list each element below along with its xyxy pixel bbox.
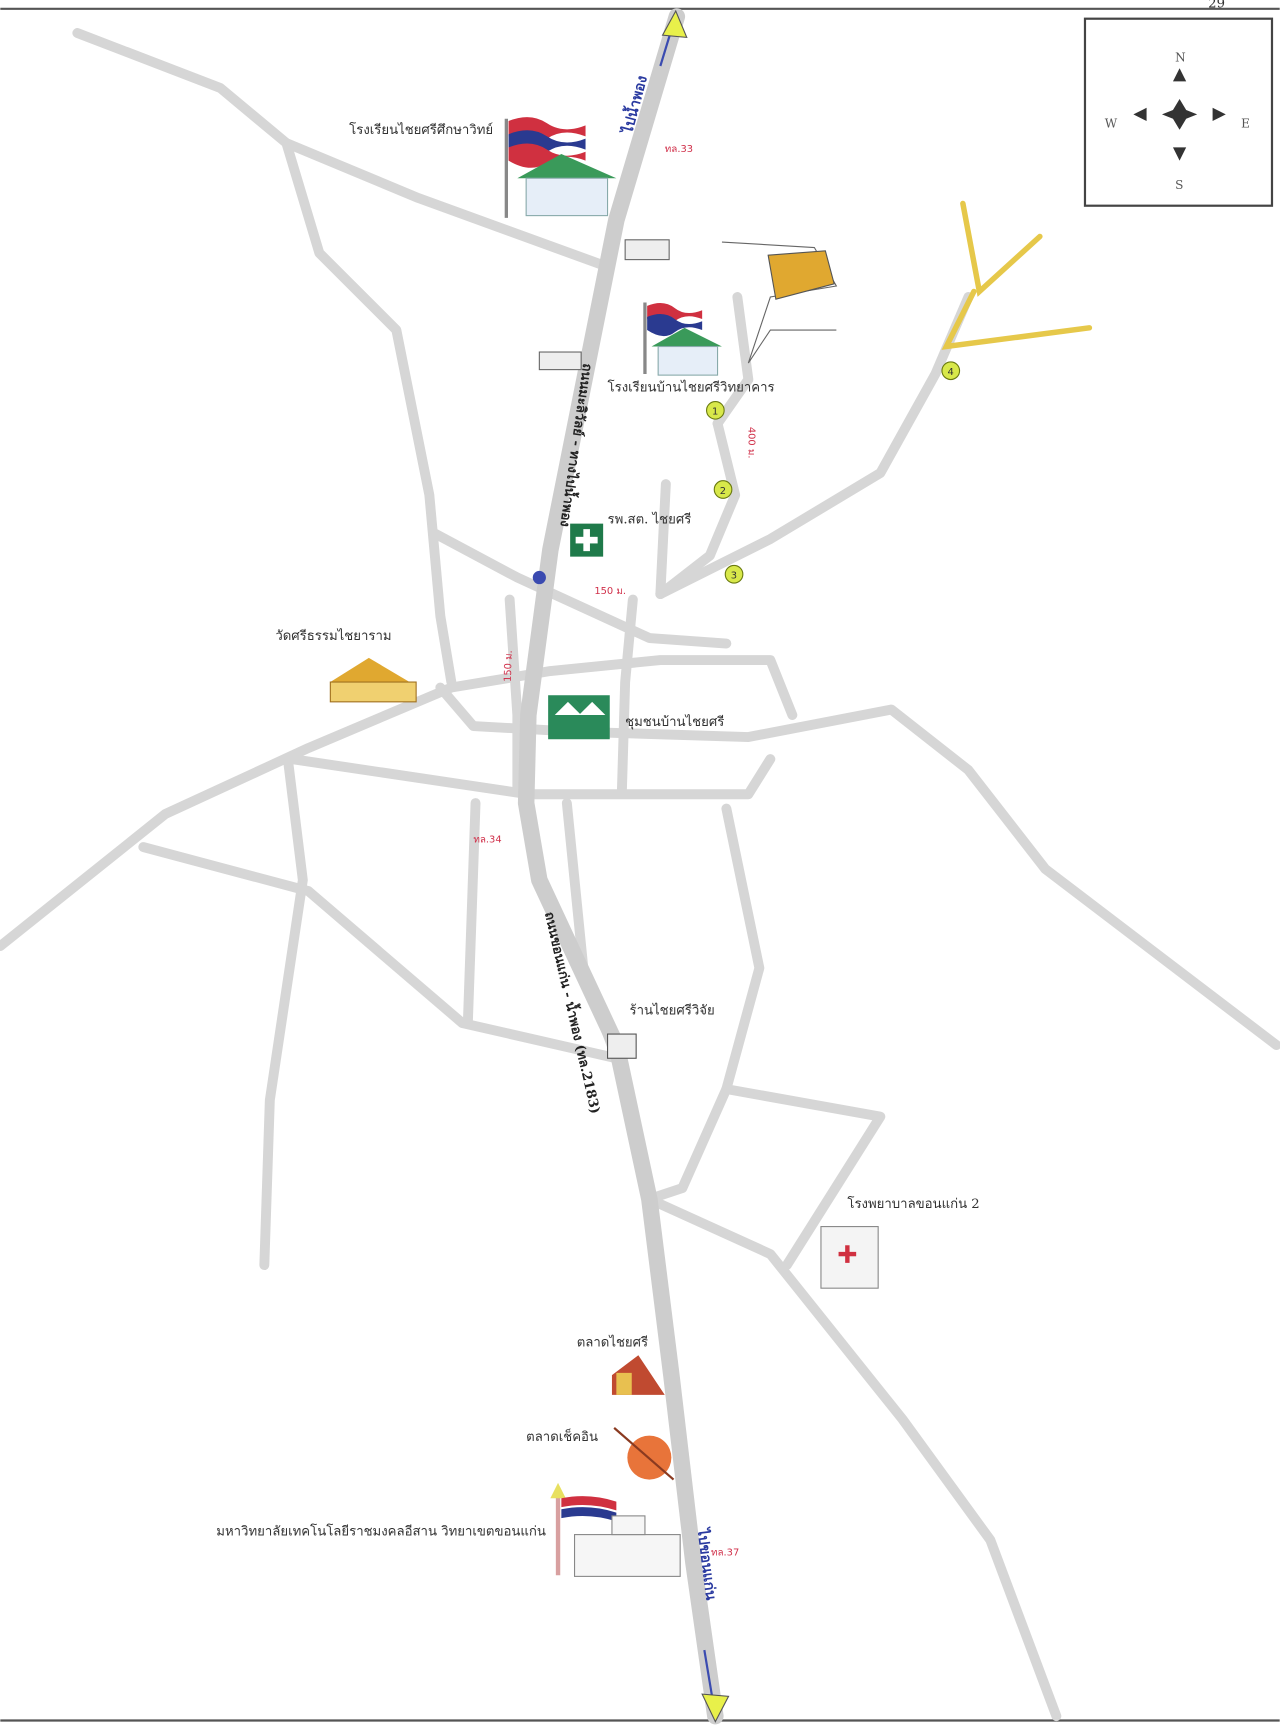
community-icon bbox=[548, 695, 610, 740]
main-highway bbox=[517, 8, 724, 1725]
school-flag-icon bbox=[504, 117, 617, 218]
compass-rose: N S W E bbox=[1083, 17, 1274, 207]
landmark-university: มหาวิทยาลัยเทคโนโลยีราชมงคลอีสาน วิทยาเข… bbox=[216, 1524, 546, 1540]
svg-text:4: 4 bbox=[947, 367, 953, 378]
marker-road-37: ทล.37 bbox=[711, 1547, 739, 1558]
route-point-4: 4 bbox=[941, 361, 961, 381]
svg-text:3: 3 bbox=[731, 571, 737, 582]
road-name-north: ถนนมะลิวัลย์ - ทางไปน้ำพอง bbox=[556, 362, 598, 528]
marker-road-34: ทล.34 bbox=[473, 835, 501, 846]
svg-text:2: 2 bbox=[720, 486, 726, 497]
landmark-market: ตลาดไชยศรี bbox=[577, 1334, 648, 1350]
marker-distance-3: 150 ม. bbox=[503, 650, 515, 682]
road-network bbox=[0, 28, 1280, 1722]
north-arrow-icon bbox=[659, 9, 688, 67]
marker-road-33: ทล.33 bbox=[665, 144, 693, 155]
compass-w: W bbox=[1105, 117, 1118, 131]
marker-distance-2: 150 ม. bbox=[594, 586, 626, 597]
check-in-icon bbox=[613, 1427, 675, 1481]
south-arrow-icon bbox=[701, 1649, 730, 1723]
landmark-community: ชุมชนบ้านไชยศรี bbox=[625, 714, 724, 730]
hospital-icon bbox=[820, 1226, 879, 1289]
site-plot-icon bbox=[538, 239, 838, 371]
marker-distance-1: 400 ม. bbox=[745, 427, 756, 459]
arrow-north-icon bbox=[1172, 68, 1187, 82]
market-icon bbox=[611, 1355, 665, 1395]
school-flag-icon-2 bbox=[643, 302, 722, 376]
route-point-3: 3 bbox=[724, 564, 744, 584]
compass-s: S bbox=[1175, 178, 1183, 192]
compass-e: E bbox=[1241, 117, 1250, 131]
page-number: 29 bbox=[1208, 0, 1225, 12]
svg-text:1: 1 bbox=[712, 407, 718, 418]
compass-star-icon bbox=[1161, 99, 1198, 130]
landmark-school-2: โรงเรียนบ้านไชยศรีวิทยาคาร bbox=[608, 380, 775, 396]
university-icon bbox=[550, 1482, 681, 1577]
route-point-2: 2 bbox=[713, 480, 733, 499]
landmark-health-center: รพ.สต. ไชยศรี bbox=[608, 512, 692, 528]
rural-roads bbox=[941, 200, 1093, 350]
route-point-1: 1 bbox=[706, 400, 725, 420]
shop-icon bbox=[606, 1033, 637, 1059]
arrow-south-icon bbox=[1172, 147, 1187, 161]
temple-icon bbox=[329, 657, 417, 703]
landmark-temple: วัดศรีธรรมไชยาราม bbox=[275, 628, 391, 644]
landmark-check-in: ตลาดเช็คอิน bbox=[526, 1427, 598, 1445]
arrow-west-icon bbox=[1133, 107, 1147, 122]
health-center-icon bbox=[532, 523, 604, 585]
arrow-east-icon bbox=[1212, 107, 1226, 122]
landmark-school-1: โรงเรียนไชยศรีศึกษาวิทย์ bbox=[349, 122, 493, 138]
landmark-hospital: โรงพยาบาลขอนแก่น 2 bbox=[847, 1196, 979, 1212]
compass-n: N bbox=[1175, 51, 1186, 65]
landmark-shop: ร้านไชยศรีวิจัย bbox=[630, 1002, 715, 1018]
